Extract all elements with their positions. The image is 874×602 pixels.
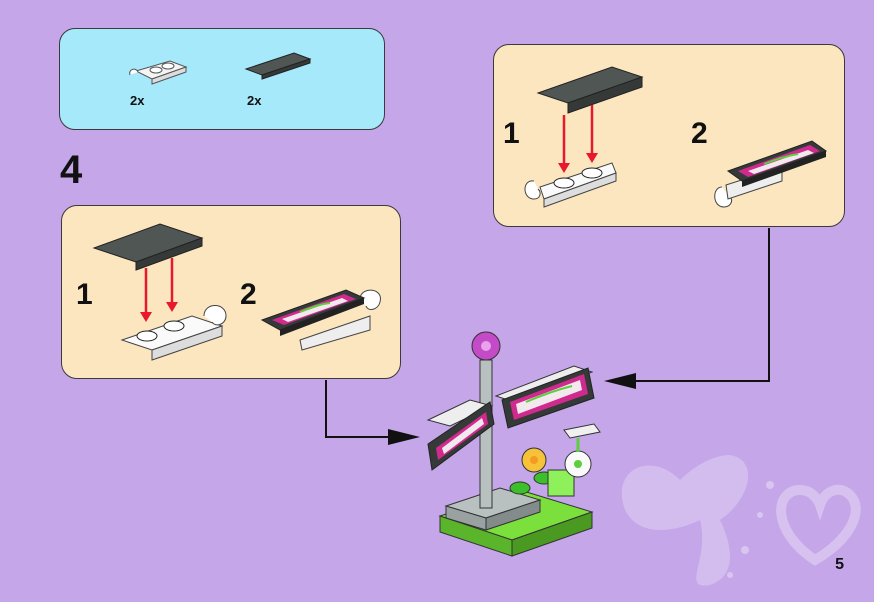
substep-number: 1 bbox=[503, 117, 520, 150]
callout-arrow-right bbox=[632, 228, 770, 382]
substep-number: 1 bbox=[76, 278, 93, 311]
substep-assembly-2 bbox=[260, 289, 381, 351]
page-number: 5 bbox=[835, 556, 844, 573]
dark-tile-part bbox=[244, 52, 312, 80]
substep-assembly-1 bbox=[524, 66, 644, 208]
signpost-model bbox=[426, 331, 601, 557]
substep-panel-right: 1 2 bbox=[493, 44, 845, 227]
part-quantity: 2x bbox=[130, 93, 145, 108]
substep-number: 2 bbox=[691, 117, 708, 150]
stars-decoration bbox=[727, 481, 774, 578]
part-quantity: 2x bbox=[247, 93, 262, 108]
substep-assembly-1 bbox=[92, 223, 227, 361]
substep-panel-left: 1 2 bbox=[61, 205, 401, 379]
heart-decoration bbox=[776, 484, 861, 566]
step-number: 4 bbox=[60, 148, 83, 192]
callout-arrow-left bbox=[325, 380, 392, 438]
butterfly-decoration bbox=[621, 455, 749, 586]
substep-assembly-2 bbox=[714, 140, 828, 208]
white-plate-clip-part bbox=[129, 60, 188, 85]
parts-list-panel: 2x 2x bbox=[59, 28, 385, 130]
substep-number: 2 bbox=[240, 278, 257, 311]
